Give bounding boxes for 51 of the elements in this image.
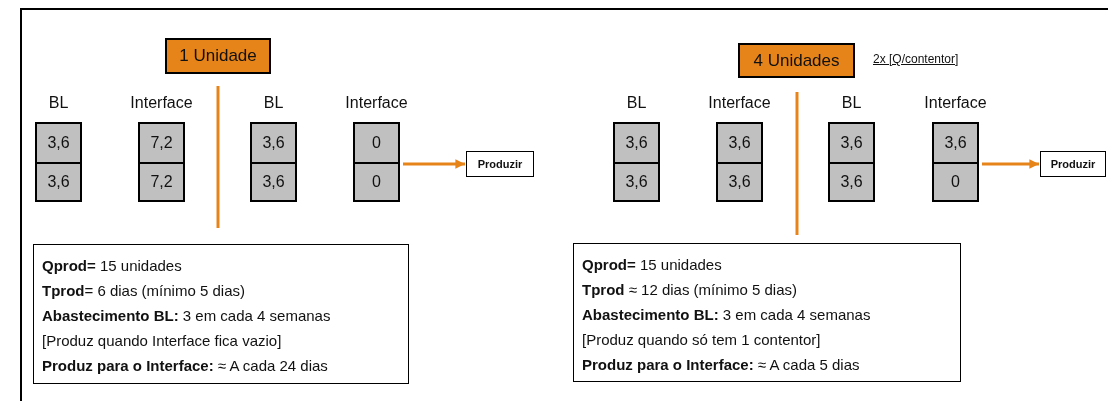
action-box: Produzir — [466, 151, 534, 177]
container-stack — [613, 122, 660, 202]
container-cell: 0 — [355, 162, 398, 200]
container-stack — [828, 122, 875, 202]
container-cell: 3,6 — [718, 124, 761, 162]
info-line: Produz para o Interface: ≈ A cada 24 dias — [42, 356, 329, 376]
container-cell: 3,6 — [37, 162, 80, 200]
container-cell: 3,6 — [252, 162, 295, 200]
arrow — [403, 159, 465, 169]
info-line: Produz para o Interface: ≈ A cada 5 dias — [582, 355, 861, 375]
container-stack — [138, 122, 185, 202]
column-heading: Interface — [924, 94, 987, 112]
container-stack — [250, 122, 297, 202]
container-cell: 3,6 — [615, 124, 658, 162]
quantity-box: 4 Unidades — [738, 43, 855, 78]
column-heading: BL — [48, 94, 69, 112]
container-cell: 0 — [934, 162, 977, 200]
column-heading: BL — [626, 94, 647, 112]
arrow — [982, 159, 1039, 169]
column-heading: Interface — [130, 94, 193, 112]
column-heading: Interface — [708, 94, 771, 112]
note-label: 2x [Q/contentor] — [873, 52, 959, 66]
container-cell: 3,6 — [718, 162, 761, 200]
column-heading: BL — [263, 94, 284, 112]
container-cell: 3,6 — [830, 124, 873, 162]
info-line: Qprod= 15 unidades — [582, 255, 723, 275]
container-cell: 7,2 — [140, 124, 183, 162]
action-box: Produzir — [1040, 151, 1106, 177]
info-box — [573, 243, 961, 382]
container-cell: 3,6 — [252, 124, 295, 162]
info-line: [Produz quando Interface fica vazio] — [42, 331, 283, 351]
container-cell: 7,2 — [140, 162, 183, 200]
info-line: Qprod= 15 unidades — [42, 256, 183, 276]
container-cell: 3,6 — [934, 124, 977, 162]
column-heading: BL — [841, 94, 862, 112]
container-stack — [35, 122, 82, 202]
info-line: Tprod ≈ 12 dias (mínimo 5 dias) — [582, 280, 798, 300]
info-box — [33, 244, 409, 384]
container-cell: 3,6 — [37, 124, 80, 162]
quantity-box: 1 Unidade — [165, 38, 271, 74]
info-line: Abastecimento BL: 3 em cada 4 semanas — [42, 306, 332, 326]
info-line: Abastecimento BL: 3 em cada 4 semanas — [582, 305, 872, 325]
column-heading: Interface — [345, 94, 408, 112]
info-line: [Produz quando só tem 1 contentor] — [582, 330, 822, 350]
info-line: Tprod= 6 dias (mínimo 5 dias) — [42, 281, 246, 301]
container-cell: 0 — [355, 124, 398, 162]
container-cell: 3,6 — [830, 162, 873, 200]
container-stack — [353, 122, 400, 202]
container-stack — [932, 122, 979, 202]
container-stack — [716, 122, 763, 202]
container-cell: 3,6 — [615, 162, 658, 200]
